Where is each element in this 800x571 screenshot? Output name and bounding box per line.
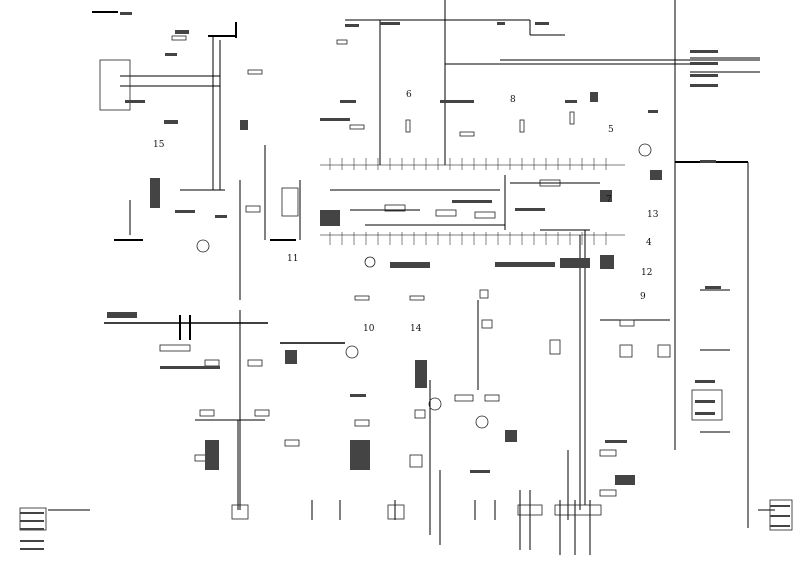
region-label-10: 10 <box>363 324 375 334</box>
region-label-9: 9 <box>640 292 646 302</box>
schematic-wires <box>48 0 775 555</box>
ic-pin-row-top <box>329 158 607 170</box>
region-label-15: 15 <box>153 140 165 150</box>
region-label-13: 13 <box>647 210 659 220</box>
transistor-glyphs <box>196 143 652 429</box>
ic-pin-row-bottom <box>329 232 607 245</box>
component-glyphs <box>19 35 793 531</box>
region-label-7: 7 <box>606 195 612 205</box>
region-label-8: 8 <box>510 95 516 105</box>
region-label-5: 5 <box>608 125 614 135</box>
region-label-4: 4 <box>646 238 652 248</box>
annotation-marks <box>20 12 790 550</box>
region-label-14: 14 <box>410 324 422 334</box>
region-label-11: 11 <box>287 254 299 264</box>
region-label-12: 12 <box>641 268 653 278</box>
region-label-6: 6 <box>406 90 412 100</box>
